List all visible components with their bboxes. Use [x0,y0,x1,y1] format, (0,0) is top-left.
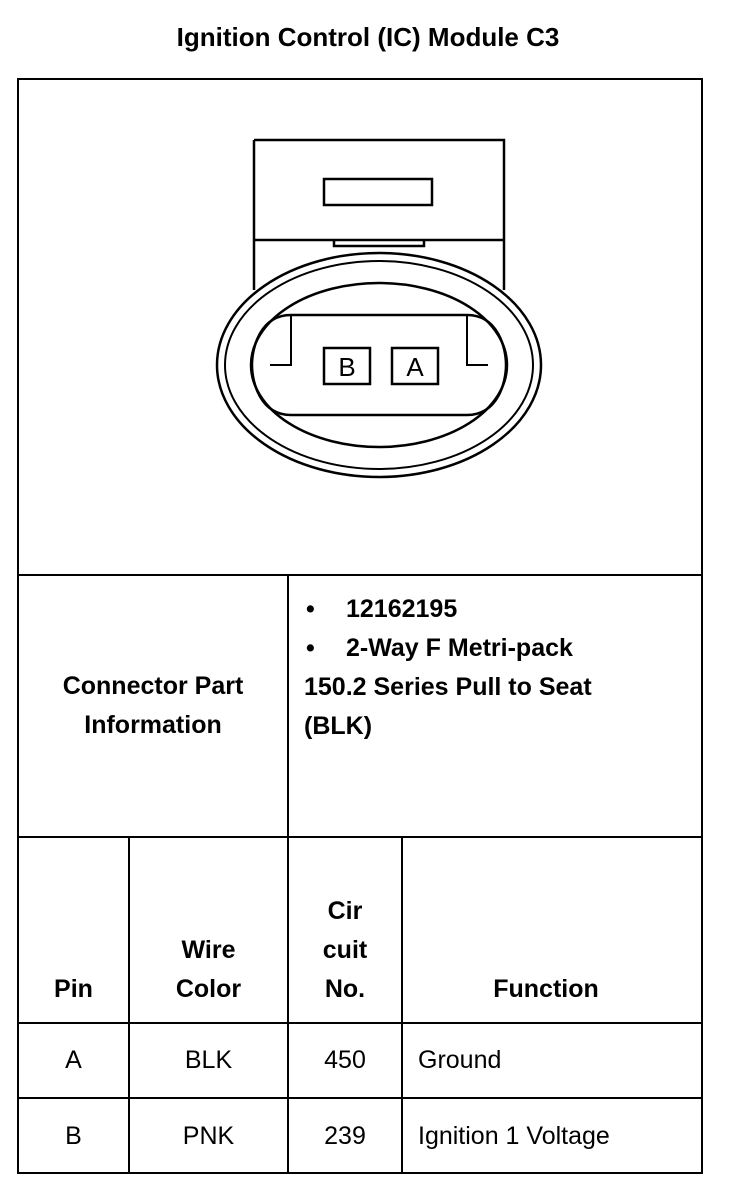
header-circuit-line: cuit [322,936,368,964]
cavity-label-b: B [338,352,355,382]
cell-wire-color: BLK [184,1046,233,1074]
cell-function: Ground [418,1046,502,1074]
connector-latch [252,138,506,290]
connector-series-line: 150.2 Series Pull to Seat [304,673,592,701]
cavity-b-box [322,346,372,386]
connector-cavity-insert [250,313,508,417]
connector-part-info-label: Connector Part Information [19,576,287,836]
divider-col-circuit [401,836,403,1174]
header-wire-color: Wire Color [130,931,287,1009]
connector-outer-rim [224,260,534,470]
info-bullet-item: • 2-Way F Metri-pack [304,629,699,668]
cavity-label-a: A [406,352,424,382]
part-number: 12162195 [346,595,458,623]
connector-diagram: B A [215,138,543,479]
info-bullet-item: • 12162195 [304,590,699,629]
page-title: Ignition Control (IC) Module C3 [176,22,560,52]
header-pin-line: Pin [54,975,93,1003]
info-label-line: Connector Part [62,672,244,700]
cell-circuit-no: 239 [324,1122,366,1150]
cell-pin: A [65,1046,82,1074]
connector-outer-shell [215,251,543,479]
divider-info [17,836,703,838]
divider-row [17,1097,703,1099]
bullet-glyph: • [306,634,315,662]
bullet-glyph: • [306,595,315,623]
cell-circuit-no: 450 [324,1046,366,1074]
divider-col-pin [128,836,130,1174]
header-wire-line: Color [175,975,242,1003]
cavity-a-box [390,346,440,386]
table-frame [17,78,703,1172]
frame-right-border [701,78,703,1174]
divider-diagram [17,574,703,576]
header-pin: Pin [19,970,128,1009]
connector-latch-slot [322,177,434,207]
cell-pin: B [65,1122,82,1150]
header-function: Function [403,970,689,1009]
header-circuit-no: Cir cuit No. [289,892,401,1009]
cell-wire-color: PNK [182,1122,235,1150]
divider-col-info [287,574,289,1174]
cell-function: Ignition 1 Voltage [418,1122,610,1150]
connector-color-line: (BLK) [304,712,373,740]
header-function-line: Function [493,975,599,1003]
header-wire-line: Wire [181,936,236,964]
connector-part-info-details: • 12162195 • 2-Way F Metri-pack 150.2 Se… [304,590,699,746]
divider-header [17,1022,703,1024]
header-circuit-line: No. [324,975,366,1003]
info-label-line: Information [84,711,222,739]
header-circuit-line: Cir [327,897,363,925]
connector-type: 2-Way F Metri-pack [346,634,573,662]
frame-bottom-border [17,1172,703,1174]
